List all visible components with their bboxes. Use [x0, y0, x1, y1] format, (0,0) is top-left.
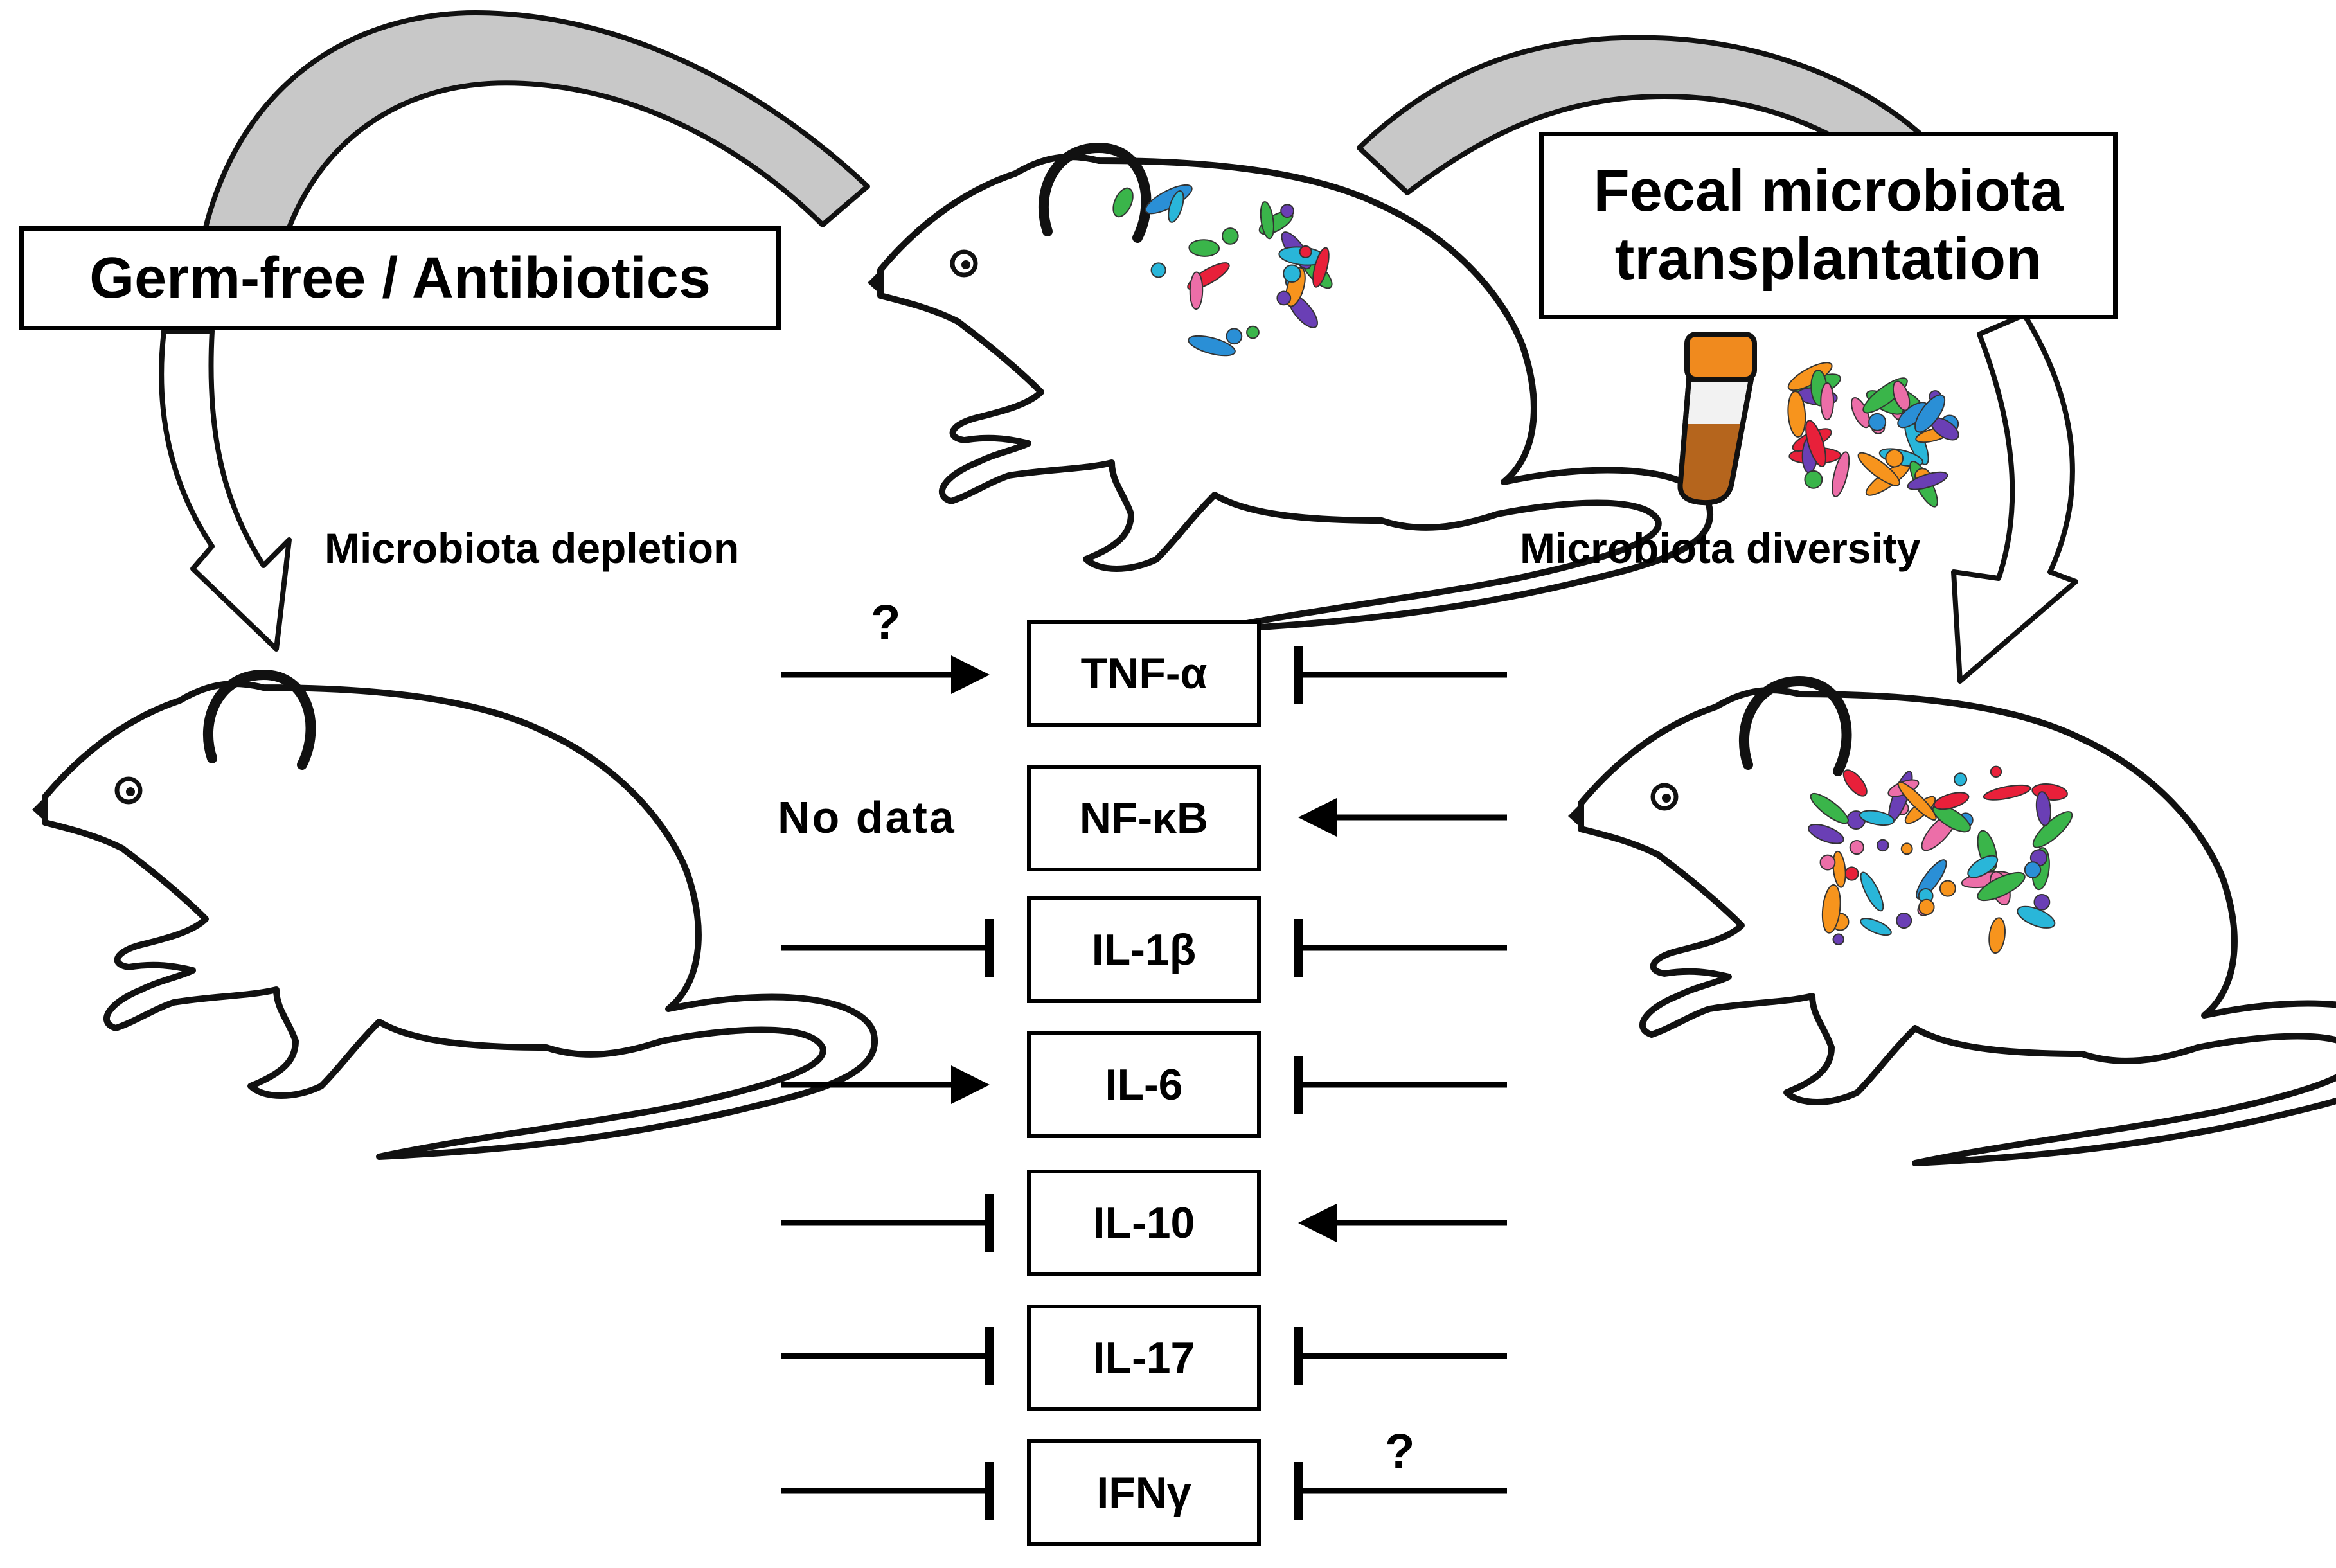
bacterium-coccus	[1221, 227, 1239, 245]
bacterium-rod	[1977, 871, 2026, 902]
bacterium-rod	[1897, 781, 1937, 821]
fecal-transplantation-box: Fecal microbiota transplantation	[1539, 132, 2118, 319]
bacterium-rod	[1312, 247, 1330, 288]
bacterium-coccus	[1246, 325, 1260, 339]
bacterium-rod	[1112, 187, 1134, 218]
bacterium-rod	[1168, 190, 1184, 223]
bacterium-coccus	[1896, 913, 1912, 929]
bacterium-coccus	[1868, 413, 1887, 431]
bacterium-coccus	[1804, 470, 1823, 489]
bacterium-rod	[1842, 769, 1868, 797]
bacterium-rod	[1860, 871, 1884, 912]
bacterium-rod	[1189, 271, 1204, 310]
cytokine-label: IL-10	[1092, 1198, 1195, 1247]
cytokine-label: IL-6	[1105, 1060, 1183, 1109]
bacterium-coccus	[1918, 898, 1935, 916]
cytokine-label: TNF-α	[1080, 649, 1208, 698]
bacterium-rod	[1859, 810, 1895, 826]
bacterium-coccus	[1280, 204, 1294, 218]
question-mark-right: ?	[1385, 1424, 1415, 1479]
cytokine-box-il10: IL-10	[1027, 1170, 1261, 1276]
bacterium-coccus	[1844, 866, 1859, 881]
microbiota-diversity-label: Microbiota diversity	[1520, 524, 1921, 572]
bacterium-rod	[1857, 452, 1900, 486]
mouse-fmt-recipient	[1568, 681, 2336, 1163]
fecal-sample-tube	[1677, 332, 1757, 506]
right-arrowhead	[1298, 1204, 1337, 1242]
cytokine-label: IL-17	[1092, 1333, 1195, 1382]
bacterium-rod	[1810, 792, 1849, 824]
bacterium-rod	[1907, 471, 1948, 490]
fecal-transplantation-line1: Fecal microbiota	[1593, 158, 2064, 224]
cytokine-label: NF-κB	[1079, 794, 1209, 842]
bacterium-rod	[1820, 382, 1835, 421]
mouse-germ-free	[32, 675, 875, 1157]
bacterium-rod	[1832, 451, 1850, 497]
microbiota-right	[1808, 765, 2073, 954]
cytokine-box-nfkb: NF-κB	[1027, 765, 1261, 871]
bacterium-rod	[1787, 391, 1806, 438]
bacterium-coccus	[1954, 772, 1968, 787]
bacterium-coccus	[1150, 262, 1166, 278]
bacterium-coccus	[1226, 328, 1243, 345]
bacterium-rod	[1932, 804, 1971, 833]
bacterium-rod	[1188, 335, 1236, 357]
curved-arrow-left-top	[197, 10, 870, 272]
microbiota-depletion-label: Microbiota depletion	[325, 524, 740, 572]
bacterium-rod	[1983, 784, 2031, 801]
bacterium-rod	[1933, 792, 1970, 810]
right-arrowhead	[1298, 798, 1337, 837]
bacterium-rod	[1988, 917, 2006, 954]
bacterium-coccus	[1876, 839, 1889, 852]
bacterium-rod	[1967, 855, 1999, 878]
bacterium-rod	[1805, 420, 1826, 467]
bacterium-coccus	[1939, 880, 1956, 897]
germ-free-antibiotics-box: Germ-free / Antibiotics	[19, 226, 781, 330]
cytokine-box-il17: IL-17	[1027, 1305, 1261, 1411]
question-mark-left: ?	[871, 595, 901, 650]
bacterium-rod	[1914, 394, 1946, 433]
bacterium-coccus	[1819, 854, 1836, 871]
inhibition-connectors	[781, 646, 1507, 1520]
bacterium-coccus	[1885, 449, 1904, 468]
bacterium-rod	[1892, 380, 1911, 411]
curved-arrow-left-down	[159, 328, 292, 652]
bacterium-coccus	[1849, 839, 1864, 855]
bacterium-rod	[1821, 884, 1841, 934]
bacterium-rod	[1832, 850, 1846, 888]
microbiota-transplant	[1787, 362, 1959, 508]
bacterium-coccus	[1299, 245, 1312, 258]
left-arrowhead	[951, 1065, 990, 1104]
curved-arrow-right-down	[1951, 312, 2078, 684]
cytokine-box-tnf: TNF-α	[1027, 620, 1261, 727]
bacterium-coccus	[2024, 861, 2042, 878]
bacterium-rod	[1260, 201, 1274, 240]
cytokine-label: IFNγ	[1096, 1468, 1191, 1517]
bacterium-coccus	[1990, 765, 2002, 778]
bacterium-rod	[1860, 918, 1892, 936]
bacterium-rod	[1808, 823, 1844, 844]
bacterium-rod	[2035, 791, 2051, 826]
bacterium-rod	[2017, 905, 2056, 929]
germ-free-antibiotics-label: Germ-free / Antibiotics	[89, 245, 711, 310]
bacterium-coccus	[1900, 842, 1913, 855]
cytokine-box-ifng: IFNγ	[1027, 1439, 1261, 1546]
bacterium-coccus	[2033, 893, 2051, 911]
left-arrowhead	[951, 655, 990, 694]
cytokine-label: IL-1β	[1091, 925, 1197, 974]
bacterium-coccus	[1832, 933, 1844, 945]
microbiota-top	[1112, 184, 1333, 357]
cytokine-box-il6: IL-6	[1027, 1031, 1261, 1138]
bacterium-coccus	[1283, 264, 1301, 283]
no-data-label: No data	[778, 792, 956, 842]
bacterium-rod	[1188, 239, 1220, 257]
cytokine-box-il1b: IL-1β	[1027, 896, 1261, 1003]
fecal-transplantation-line2: transplantation	[1614, 226, 2042, 292]
bacterium-coccus	[1276, 290, 1292, 306]
